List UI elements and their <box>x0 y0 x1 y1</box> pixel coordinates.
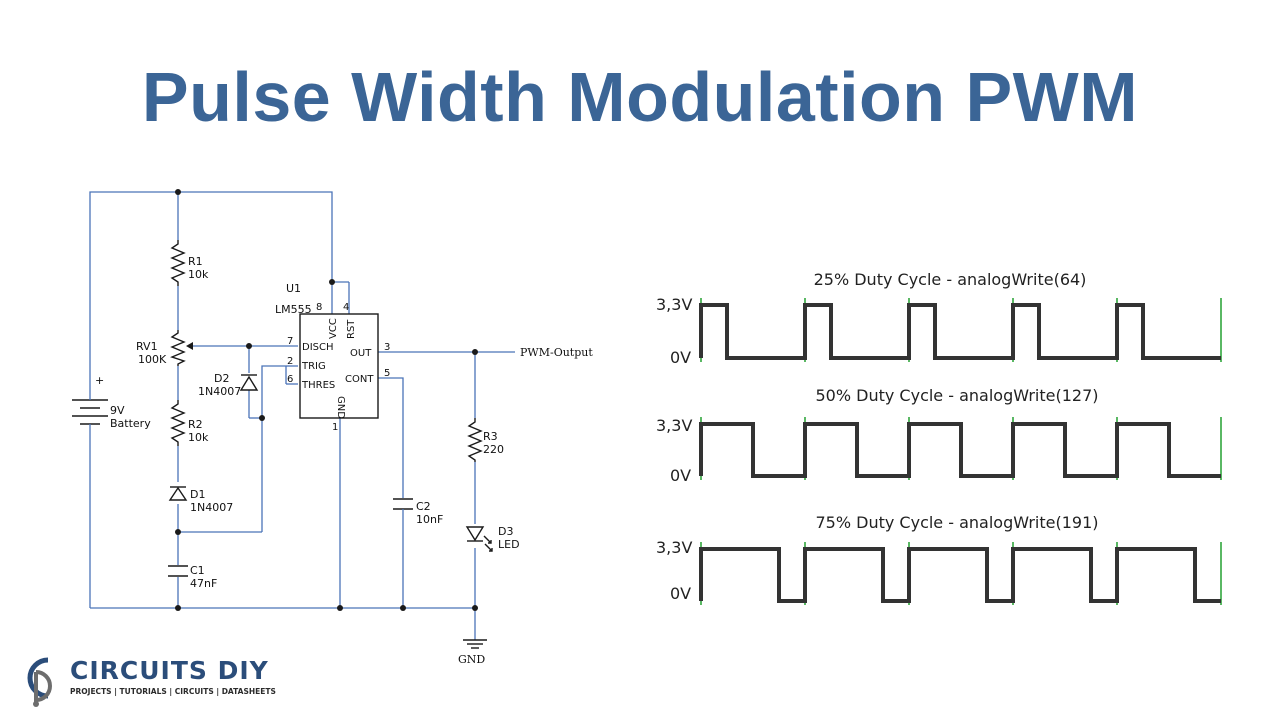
waveform-low-label: 0V <box>670 466 691 485</box>
d2-value: 1N4007 <box>198 385 241 398</box>
waveform-low-label: 0V <box>670 584 691 603</box>
battery-value: Battery <box>110 417 151 430</box>
c2-value: 10nF <box>416 513 443 526</box>
r3-value: 220 <box>483 443 504 456</box>
waveform-50-percent: 50% Duty Cycle - analogWrite(127) 3,3V 0… <box>656 386 1222 485</box>
ic-u1-lm555: U1 LM555 8 4 7 2 6 3 5 1 DISCH TRIG THRE… <box>275 282 390 433</box>
waveform-title: 25% Duty Cycle - analogWrite(64) <box>814 270 1087 289</box>
c1-value: 47nF <box>190 577 217 590</box>
r3-ref: R3 <box>483 430 498 443</box>
pin-vcc-label: VCC <box>328 318 339 339</box>
waveform-high-label: 3,3V <box>656 295 692 314</box>
pin-1-number: 1 <box>332 422 338 433</box>
c1-ref: C1 <box>190 564 205 577</box>
junction-dots <box>175 189 478 611</box>
c2-ref: C2 <box>416 500 431 513</box>
pin-7-number: 7 <box>287 336 293 347</box>
waveform-low-label: 0V <box>670 348 691 367</box>
pin-rst-label: RST <box>346 319 357 339</box>
waveform-25-percent: 25% Duty Cycle - analogWrite(64) 3,3V 0V <box>656 270 1222 367</box>
r1-ref: R1 <box>188 255 203 268</box>
pin-out-label: OUT <box>350 348 372 359</box>
potentiometer-rv1: RV1 100K <box>136 330 193 366</box>
capacitor-c2: C2 10nF <box>393 498 443 526</box>
pin-8-number: 8 <box>316 302 322 313</box>
pin-disch-label: DISCH <box>302 342 334 353</box>
pin-gnd-label: GND <box>335 396 346 419</box>
waveform-75-percent: 75% Duty Cycle - analogWrite(191) 3,3V 0… <box>656 513 1222 605</box>
battery-ref: 9V <box>110 404 125 417</box>
resistor-r2: R2 10k <box>170 400 209 446</box>
rv1-ref: RV1 <box>136 340 158 353</box>
r2-ref: R2 <box>188 418 203 431</box>
pwm-signal-line <box>699 303 1221 360</box>
battery-plus: + <box>95 374 104 387</box>
pin-6-number: 6 <box>287 374 293 385</box>
pwm-signal-line <box>699 422 1221 478</box>
waveform-high-label: 3,3V <box>656 416 692 435</box>
diode-d2: D2 1N4007 <box>198 372 259 398</box>
d2-ref: D2 <box>214 372 229 385</box>
pin-thres-label: THRES <box>301 380 335 391</box>
schematic-wires <box>89 191 515 640</box>
d1-value: 1N4007 <box>190 501 233 514</box>
pin-cont-label: CONT <box>345 374 374 385</box>
d1-ref: D1 <box>190 488 205 501</box>
circuits-diy-logo: CIRCUITS DIY PROJECTS | TUTORIALS | CIRC… <box>18 652 288 708</box>
pwm-schematic: R1 10k RV1 100K R2 10k D1 1N4007 C1 47nF… <box>72 189 593 666</box>
pin-trig-label: TRIG <box>301 361 326 372</box>
resistor-r1: R1 10k <box>170 240 209 286</box>
rv1-value: 100K <box>138 353 167 366</box>
u1-ref: U1 <box>286 282 301 295</box>
capacitor-c1: C1 47nF <box>168 564 217 590</box>
pin-3-number: 3 <box>384 342 390 353</box>
logo-name: CIRCUITS DIY <box>70 656 269 685</box>
waveform-title: 50% Duty Cycle - analogWrite(127) <box>815 386 1098 405</box>
u1-part: LM555 <box>275 303 312 316</box>
pin-5-number: 5 <box>384 368 390 379</box>
logo-mark-icon <box>27 657 53 707</box>
d3-value: LED <box>498 538 520 551</box>
battery: + 9V Battery <box>72 374 151 430</box>
ground-symbol: GND <box>458 639 487 666</box>
r1-value: 10k <box>188 268 209 281</box>
page-title: Pulse Width Modulation PWM <box>141 58 1139 136</box>
waveform-title: 75% Duty Cycle - analogWrite(191) <box>815 513 1098 532</box>
logo-tagline: PROJECTS | TUTORIALS | CIRCUITS | DATASH… <box>70 687 276 696</box>
gnd-label: GND <box>458 653 485 666</box>
pwm-signal-line <box>699 547 1221 603</box>
pwm-output-label: PWM-Output <box>520 346 593 359</box>
resistor-r3: R3 220 <box>467 418 504 462</box>
pin-4-number: 4 <box>343 302 349 313</box>
diode-d1: D1 1N4007 <box>168 486 233 514</box>
led-d3: D3 LED <box>465 525 520 552</box>
r2-value: 10k <box>188 431 209 444</box>
pin-2-number: 2 <box>287 356 293 367</box>
waveform-high-label: 3,3V <box>656 538 692 557</box>
d3-ref: D3 <box>498 525 513 538</box>
